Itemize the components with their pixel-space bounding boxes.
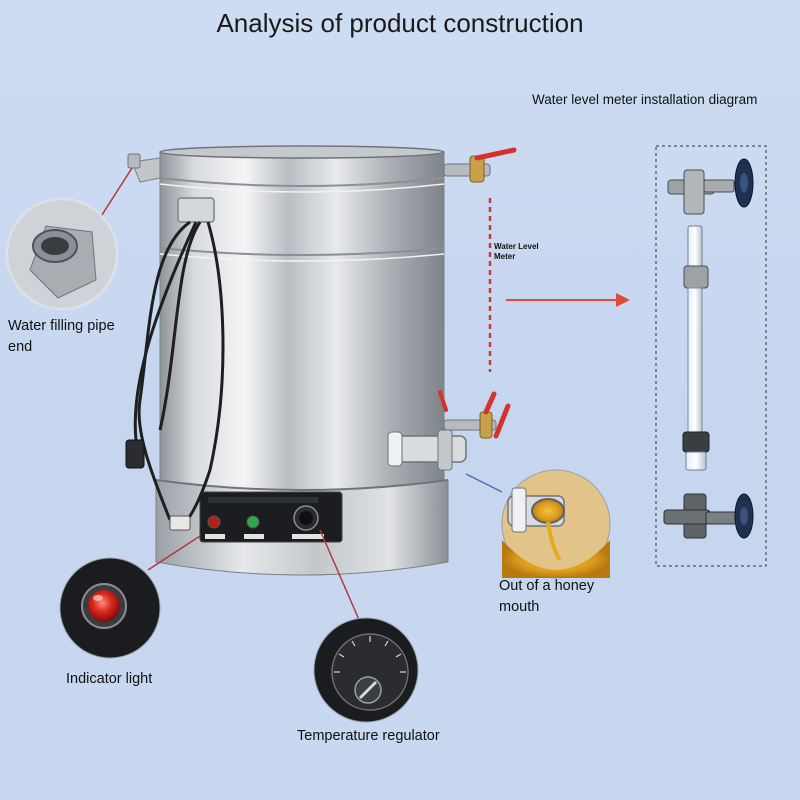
meter-top-fitting — [667, 158, 754, 215]
meter-diagram-title: Water level meter installation diagram — [532, 92, 758, 107]
water-filling-pipe — [127, 153, 161, 183]
honey-barrel — [155, 145, 449, 576]
callout-honey-mouth — [465, 469, 611, 579]
label-temperature-regulator: Temperature regulator — [297, 728, 440, 744]
callout-indicator-light — [59, 535, 201, 659]
label-honey-mouth: Out of a honey mouth — [499, 578, 595, 615]
label-water-filling-pipe: Water filling pipe end — [8, 318, 115, 355]
label-water-level-meter: Water Level Meter — [494, 242, 539, 261]
callout-water-filling-pipe — [6, 167, 133, 310]
meter-bottom-fitting — [663, 493, 754, 539]
meter-arrow — [506, 293, 630, 307]
label-indicator-light: Indicator light — [66, 671, 153, 687]
water-level-meter-diagram — [655, 145, 767, 567]
meter-diagram-frame — [655, 145, 767, 567]
power-cord — [125, 197, 225, 531]
diagram-title: Analysis of product construction — [216, 8, 584, 38]
drain-valve — [438, 390, 511, 439]
meter-glass-tube — [682, 225, 710, 471]
callout-temperature-regulator — [313, 529, 419, 723]
top-valve — [443, 147, 517, 183]
honey-outlet — [387, 429, 467, 471]
